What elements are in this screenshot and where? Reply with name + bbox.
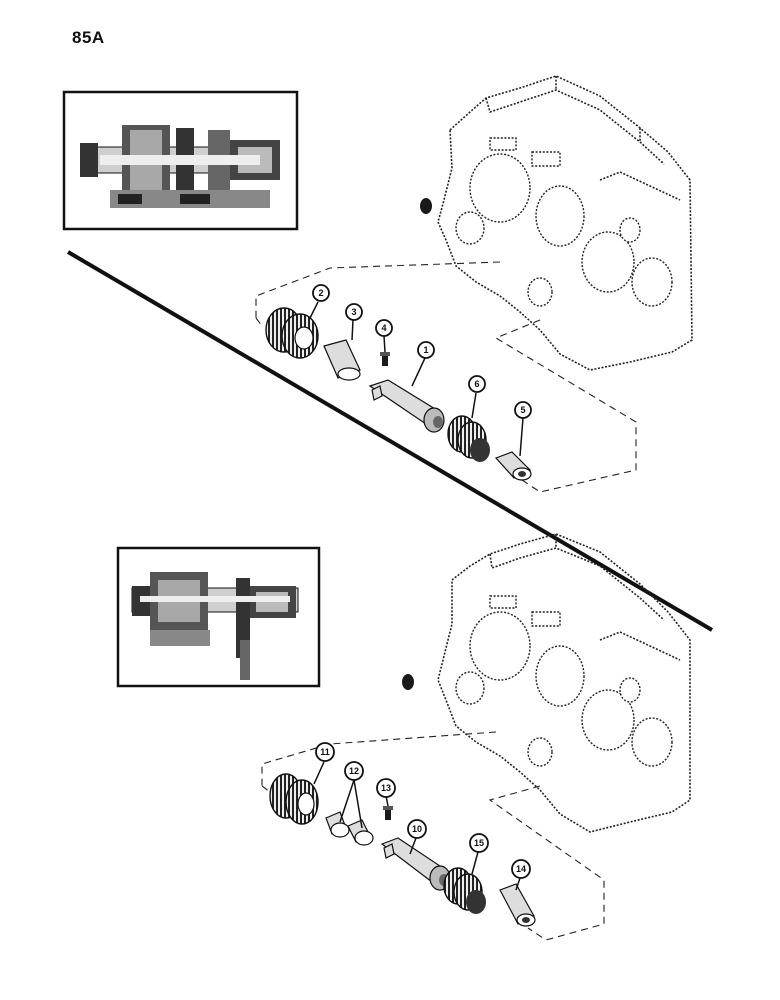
top-bushing	[494, 451, 532, 481]
callout-bottom-3: 10	[407, 819, 427, 839]
leader-line	[519, 417, 524, 457]
leader-line	[411, 357, 426, 387]
bottom-bushing	[499, 883, 536, 927]
top-shaft	[368, 379, 445, 433]
bottom-assembly-guide-line-b	[488, 785, 605, 941]
section-divider-line	[66, 250, 714, 632]
bottom-assembly-guide-line-a	[261, 731, 497, 793]
top-transmission-housing	[420, 75, 693, 371]
bottom-needle-bearing-a	[325, 811, 350, 838]
svg-text:6: 6	[474, 379, 479, 389]
leader-line	[515, 877, 521, 891]
callout-bottom-2: 13	[376, 778, 396, 798]
callout-bottom-1: 12	[344, 761, 364, 781]
svg-text:12: 12	[349, 766, 359, 776]
leader-line	[471, 851, 479, 875]
top-sleeve	[323, 339, 361, 381]
svg-text:5: 5	[520, 405, 525, 415]
top-inset-photo	[62, 90, 299, 231]
bottom-pinion-gear	[443, 867, 486, 914]
callout-top-0: 2	[312, 284, 330, 302]
callout-bottom-4: 15	[469, 833, 489, 853]
bottom-transmission-housing	[402, 533, 691, 833]
top-drive-gear	[265, 307, 319, 359]
svg-text:4: 4	[381, 323, 386, 333]
svg-text:14: 14	[516, 864, 526, 874]
top-assembly-guide-line-a	[255, 261, 501, 327]
callout-top-4: 6	[468, 375, 486, 393]
bottom-inset-photo	[116, 546, 321, 688]
svg-text:11: 11	[320, 747, 330, 757]
leader-line	[383, 335, 386, 353]
svg-text:10: 10	[412, 824, 422, 834]
leader-line	[309, 301, 319, 319]
leader-line	[471, 392, 477, 419]
leader-line	[353, 779, 363, 829]
top-pinion-gear	[447, 415, 490, 462]
bottom-shaft	[380, 837, 451, 891]
callout-top-5: 5	[514, 401, 532, 419]
callout-top-3: 1	[417, 341, 435, 359]
callout-bottom-0: 11	[315, 742, 335, 762]
leader-line	[409, 837, 417, 855]
leader-line	[313, 761, 325, 785]
callout-top-2: 4	[375, 319, 393, 337]
bottom-drive-gear	[269, 773, 319, 825]
bottom-set-screw	[383, 806, 393, 820]
svg-text:3: 3	[351, 307, 356, 317]
callout-top-1: 3	[345, 303, 363, 321]
top-set-screw	[380, 352, 390, 366]
top-assembly-guide-line-b	[494, 319, 637, 493]
page-number: 85A	[72, 28, 105, 47]
svg-text:1: 1	[423, 345, 428, 355]
svg-text:15: 15	[474, 838, 484, 848]
leader-line	[351, 319, 354, 341]
bottom-needle-bearing-b	[347, 819, 374, 846]
callout-bottom-5: 14	[511, 859, 531, 879]
svg-text:2: 2	[318, 288, 323, 298]
leader-line	[339, 779, 355, 823]
svg-text:13: 13	[381, 783, 391, 793]
